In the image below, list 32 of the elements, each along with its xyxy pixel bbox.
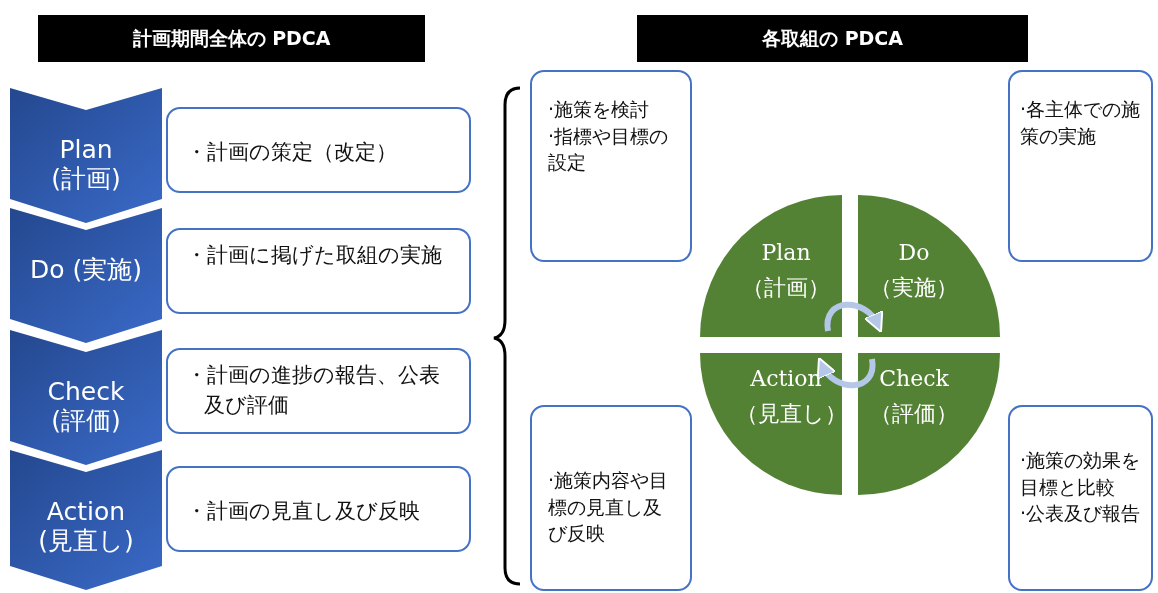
phase-label: Check （評価） <box>869 365 959 429</box>
heading: 計画期間全体の PDCA <box>132 25 331 51</box>
text-box <box>1008 405 1153 591</box>
text-box <box>166 348 471 434</box>
bullet-text: ·施策内容や目標の見直し及び反映 <box>548 468 670 547</box>
bullet-text: ·公表及び報告 <box>1020 501 1142 527</box>
bullet-text: ・計画に掲げた取組の実施 <box>186 242 443 269</box>
bullet-text: ・計画の見直し及び反映 <box>186 498 421 525</box>
text-box <box>166 466 471 552</box>
text-box <box>166 228 471 314</box>
text-box <box>1008 70 1153 262</box>
cycle-arrow <box>824 301 883 333</box>
step-label: Check (評価) <box>46 378 126 436</box>
phase-label: Plan （計画） <box>741 239 831 303</box>
bullet-text: ・計画の進捗の報告、公表及び評価 <box>186 362 441 420</box>
heading: 各取組の PDCA <box>762 25 903 51</box>
bullet-text: ·施策を検討 <box>548 97 651 122</box>
step-label: Do (実施) <box>30 256 142 285</box>
bullet-text: ·指標や目標の設定 <box>548 123 670 176</box>
step-label: Action (見直し) <box>37 498 135 556</box>
text-box <box>166 107 471 193</box>
bullet-text: ·各主体での施策の実施 <box>1020 97 1142 149</box>
phase-label: Do （実施） <box>869 239 959 303</box>
text-box <box>530 405 692 591</box>
text-box <box>530 70 692 262</box>
bullet-text: ·施策の効果を目標と比較 <box>1020 448 1142 500</box>
phase-label: Action （見直し） <box>736 365 836 429</box>
cycle-arrow <box>817 357 876 389</box>
step-label: Plan (計画) <box>50 136 122 194</box>
bullet-text: ・計画の策定（改定） <box>186 139 398 166</box>
header-bar <box>38 15 425 62</box>
header-bar <box>637 15 1028 62</box>
